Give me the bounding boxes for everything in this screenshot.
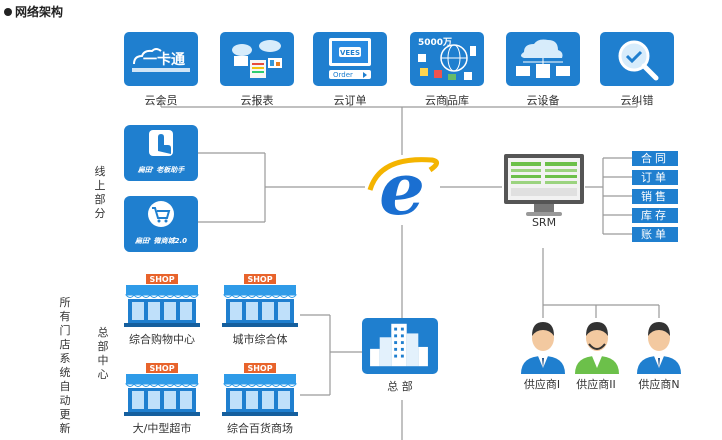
supplier-n-label: 供应商N — [638, 378, 680, 391]
hq-center-label: 总部中心 — [97, 326, 109, 381]
product-globe-icon: 5000万 — [418, 37, 476, 80]
device-icon — [516, 39, 570, 78]
magnifier-check-icon — [618, 40, 659, 81]
store-icon: SHOP — [222, 274, 298, 327]
shop-sign: SHOP — [149, 275, 174, 284]
supplier-person-icon — [521, 322, 565, 374]
cloud-error-tile[interactable] — [600, 32, 674, 86]
store-label-department: 综合百货商场 — [227, 422, 293, 435]
hand-touch-icon — [149, 130, 173, 156]
supplier-person-icon — [575, 322, 619, 374]
srm-item-sales[interactable]: 销售 — [632, 189, 678, 204]
product-tile-text: 5000万 — [418, 37, 452, 48]
online-section-label: 线上部分 — [94, 165, 106, 220]
headquarters-label: 总 部 — [387, 380, 413, 393]
shop-sign: SHOP — [149, 364, 174, 373]
building-icon — [370, 323, 428, 367]
cloud-product-label: 云商品库 — [425, 94, 469, 107]
section-title-text: 网络架构 — [15, 5, 64, 19]
cloud-device-tile[interactable] — [506, 32, 580, 86]
srm-item-bill[interactable]: 账单 — [632, 227, 678, 242]
cloud-order-tile[interactable]: VEES Order — [313, 32, 387, 86]
order-tile-subtext: Order — [333, 71, 353, 79]
order-monitor-icon: VEES Order — [329, 38, 371, 79]
order-tile-text: VEES — [340, 49, 360, 57]
boss-helper-label: 扁田' 老板助手 — [137, 166, 185, 174]
cloud-report-tile[interactable] — [220, 32, 294, 86]
member-tile-text: 一卡通 — [143, 51, 185, 68]
supplier-person-icon — [637, 322, 681, 374]
store-label-mall-center: 综合购物中心 — [129, 333, 195, 346]
micro-mall-label: 扁田' 微商城2.0 — [135, 237, 187, 245]
internet-explorer-icon: e — [367, 150, 439, 228]
store-label-supermarket: 大/中型超市 — [132, 422, 192, 435]
boss-helper-app[interactable]: 扁田' 老板助手 — [124, 125, 198, 181]
shopping-cart-icon — [148, 201, 174, 227]
srm-item-order[interactable]: 订单 — [632, 170, 678, 185]
cloud-device-label: 云设备 — [526, 94, 560, 107]
store-auto-update-label: 所有门店系统自动更新 — [59, 296, 71, 435]
store-icon: SHOP — [222, 363, 298, 416]
srm-item-inventory[interactable]: 库存 — [632, 208, 678, 223]
section-title: 网络架构 — [4, 3, 63, 20]
report-icon — [232, 40, 282, 78]
cloud-order-label: 云订单 — [333, 94, 367, 107]
shop-sign: SHOP — [247, 364, 272, 373]
srm-label: SRM — [531, 216, 557, 229]
srm-item-contract[interactable]: 合同 — [632, 151, 678, 166]
micro-mall-app[interactable]: 扁田' 微商城2.0 — [124, 196, 198, 252]
supplier-1-label: 供应商I — [523, 378, 561, 391]
cloud-member-tile[interactable]: 一卡通 — [124, 32, 198, 86]
store-icon: SHOP — [124, 363, 200, 416]
bullet-icon — [4, 8, 12, 16]
shop-sign: SHOP — [247, 275, 272, 284]
store-label-city-complex: 城市综合体 — [232, 333, 288, 346]
member-card-icon: 一卡通 — [132, 48, 190, 72]
cloud-member-label: 云会员 — [144, 94, 178, 107]
cloud-product-tile[interactable]: 5000万 — [410, 32, 484, 86]
headquarters-tile[interactable] — [362, 318, 438, 374]
srm-monitor-icon — [504, 154, 584, 216]
cloud-report-label: 云报表 — [240, 94, 274, 107]
store-icon: SHOP — [124, 274, 200, 327]
cloud-error-label: 云纠错 — [620, 94, 654, 107]
supplier-2-label: 供应商II — [576, 378, 616, 391]
